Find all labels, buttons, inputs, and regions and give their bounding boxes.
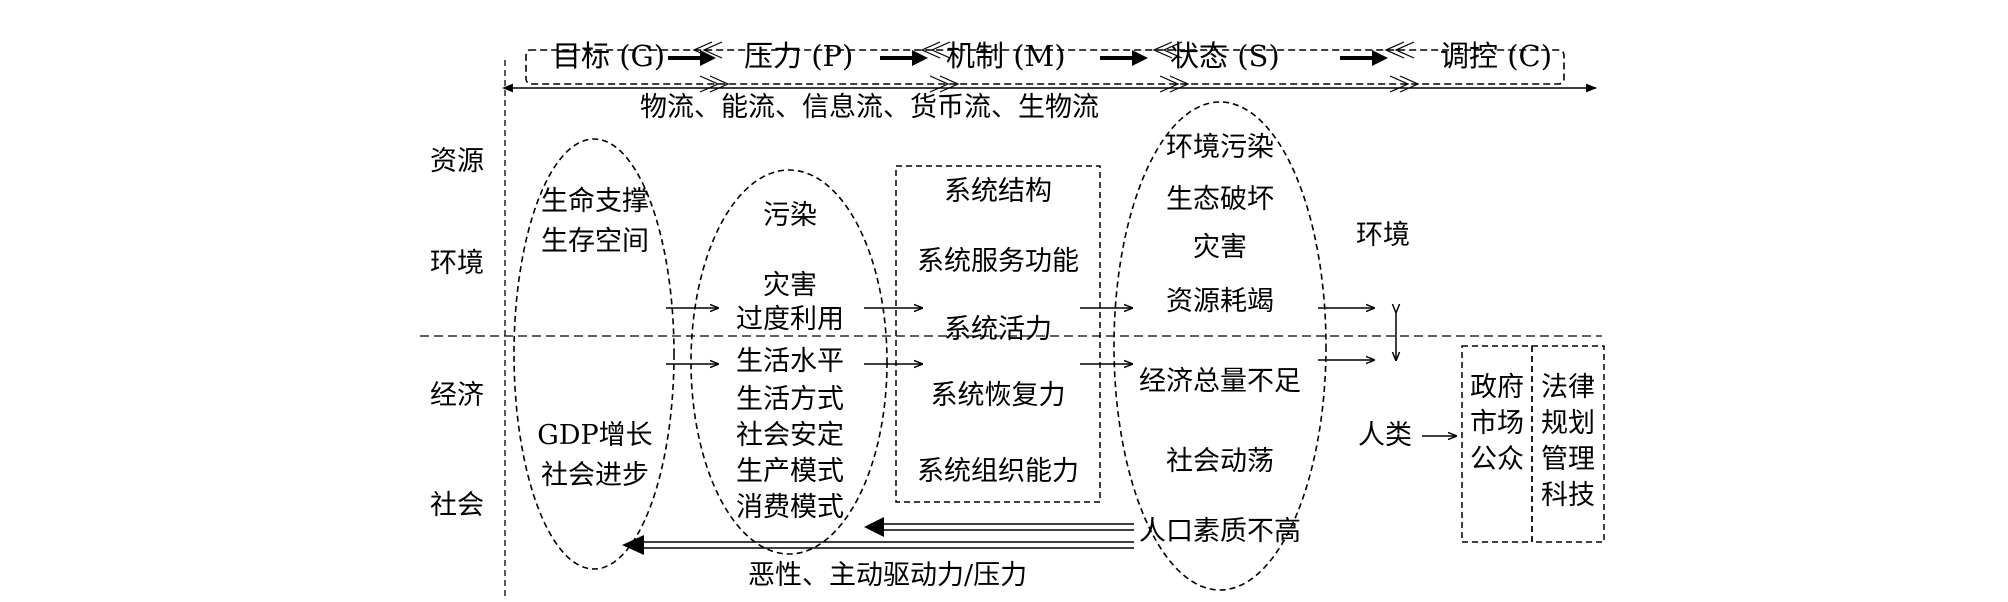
state-ellipse xyxy=(1113,101,1327,591)
state-item: 生态破坏 xyxy=(1166,184,1274,215)
side-label-society: 社会 xyxy=(430,490,484,521)
pressure-item: 社会安定 xyxy=(736,420,844,451)
pressure-item: 灾害 xyxy=(763,270,817,301)
goal-item: 生存空间 xyxy=(541,226,649,257)
pressure-item: 生活方式 xyxy=(736,384,844,415)
chain-pressure-label: 压力 (P) xyxy=(744,39,854,73)
mechanism-item: 系统恢复力 xyxy=(930,380,1066,411)
tool-item: 管理 xyxy=(1541,444,1595,475)
actor-item: 政府 xyxy=(1470,372,1524,403)
flow-arrows xyxy=(666,308,1456,436)
state-item: 灾害 xyxy=(1193,232,1247,263)
pressure-item: 生产模式 xyxy=(736,456,844,487)
state-item: 经济总量不足 xyxy=(1139,366,1301,397)
chain-state-label: 状态 (S) xyxy=(1170,39,1280,73)
goal-item: GDP增长 xyxy=(537,420,653,451)
side-label-environment: 环境 xyxy=(430,248,484,279)
pressure-item: 消费模式 xyxy=(736,492,844,523)
pressure-item: 生活水平 xyxy=(736,346,844,377)
actor-item: 市场 xyxy=(1470,408,1524,439)
pressure-item: 过度利用 xyxy=(736,304,844,335)
control-human-label: 人类 xyxy=(1358,420,1412,451)
chain-bold-arrows xyxy=(668,50,1388,66)
goal-item: 社会进步 xyxy=(541,460,649,491)
bottom-driving-force-label: 恶性、主动驱动力/压力 xyxy=(748,560,1028,591)
tool-item: 科技 xyxy=(1541,480,1595,511)
pressure-item: 污染 xyxy=(763,200,817,231)
flows-label: 物流、能流、信息流、货币流、生物流 xyxy=(640,92,1099,123)
state-item: 社会动荡 xyxy=(1166,446,1274,477)
actor-item: 公众 xyxy=(1470,444,1524,475)
chain-goal-label: 目标 (G) xyxy=(552,39,666,73)
mechanism-box xyxy=(895,165,1101,503)
feedback-loop-frame xyxy=(525,49,1565,85)
chain-mechanism-label: 机制 (M) xyxy=(946,39,1066,73)
chain-control-label: 调控 (C) xyxy=(1440,39,1553,73)
side-label-economy: 经济 xyxy=(430,380,484,411)
actors-box xyxy=(1461,345,1533,543)
feedback-double-arrow-lower xyxy=(622,535,1134,555)
mechanism-item: 系统结构 xyxy=(944,176,1052,207)
side-label-resources: 资源 xyxy=(430,146,484,177)
tools-box xyxy=(1531,345,1605,543)
mechanism-item: 系统组织能力 xyxy=(917,456,1079,487)
control-environment-label: 环境 xyxy=(1356,220,1410,251)
goal-ellipse xyxy=(513,138,675,570)
state-item: 资源耗竭 xyxy=(1166,286,1274,317)
mechanism-item: 系统服务功能 xyxy=(917,246,1079,277)
state-item: 人口素质不高 xyxy=(1139,516,1301,547)
goal-item: 生命支撑 xyxy=(541,186,649,217)
tool-item: 法律 xyxy=(1541,372,1595,403)
feedback-double-arrow-upper xyxy=(864,517,1134,537)
state-item: 环境污染 xyxy=(1166,132,1274,163)
mechanism-item: 系统活力 xyxy=(944,314,1052,345)
pressure-ellipse xyxy=(690,169,888,555)
tool-item: 规划 xyxy=(1541,408,1595,439)
